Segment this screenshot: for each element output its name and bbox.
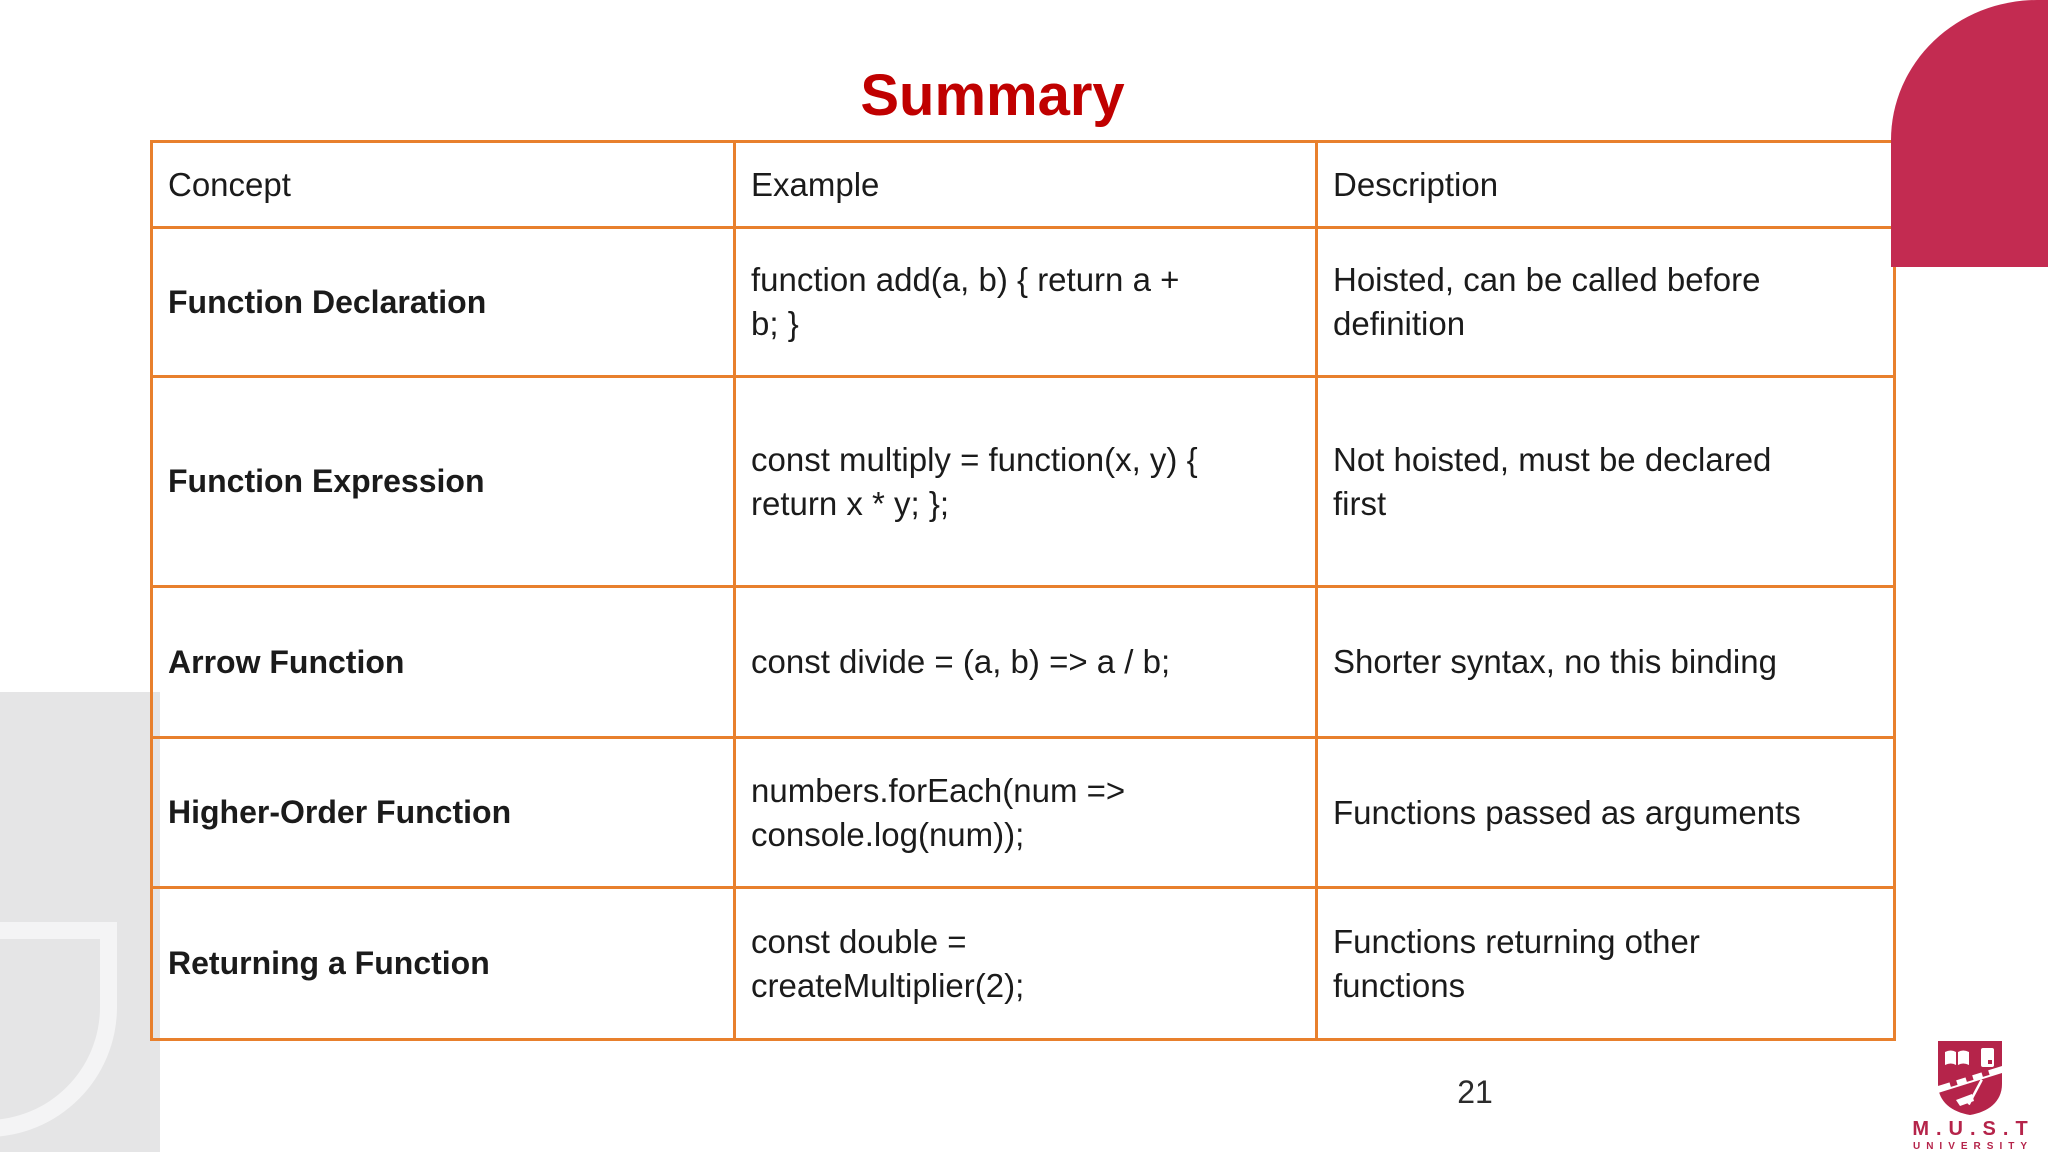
cell-example: numbers.forEach(num => console.log(num))… — [733, 736, 1318, 889]
table-header-row: Concept Example Description — [150, 140, 1896, 229]
cell-example: const double = createMultiplier(2); — [733, 886, 1318, 1041]
page-title: Summary — [860, 63, 1125, 128]
cell-example: const multiply = function(x, y) { return… — [733, 375, 1318, 588]
table-row: Higher-Order Function numbers.forEach(nu… — [150, 736, 1896, 889]
logo-subtitle: UNIVERSITY — [1912, 1141, 2033, 1152]
cell-concept: Returning a Function — [150, 886, 736, 1041]
summary-table: Concept Example Description Function Dec… — [150, 140, 1896, 1041]
logo-acronym: M.U.S.T — [1912, 1118, 2035, 1140]
column-header-example: Example — [733, 140, 1318, 229]
table-row: Returning a Function const double = crea… — [150, 886, 1896, 1041]
cell-concept: Function Declaration — [150, 226, 736, 378]
table-row: Function Declaration function add(a, b) … — [150, 226, 1896, 378]
university-shield-icon — [1938, 1041, 2002, 1115]
cell-description: Functions passed as arguments — [1315, 736, 1896, 889]
cell-description: Shorter syntax, no this binding — [1315, 585, 1896, 739]
cell-example: function add(a, b) { return a + b; } — [733, 226, 1318, 378]
cell-concept: Function Expression — [150, 375, 736, 588]
cell-concept: Higher-Order Function — [150, 736, 736, 889]
cell-description: Not hoisted, must be declared first — [1315, 375, 1896, 588]
column-header-description: Description — [1315, 140, 1896, 229]
table-row: Function Expression const multiply = fun… — [150, 375, 1896, 588]
column-header-concept: Concept — [150, 140, 736, 229]
top-right-accent-shape — [1891, 0, 2048, 267]
cell-description: Hoisted, can be called before definition — [1315, 226, 1896, 378]
cell-example: const divide = (a, b) => a / b; — [733, 585, 1318, 739]
cell-description: Functions returning other functions — [1315, 886, 1896, 1041]
table-row: Arrow Function const divide = (a, b) => … — [150, 585, 1896, 739]
page-number: 21 — [1457, 1074, 1493, 1110]
university-logo: M.U.S.T UNIVERSITY — [1898, 1040, 2042, 1152]
cell-concept: Arrow Function — [150, 585, 736, 739]
